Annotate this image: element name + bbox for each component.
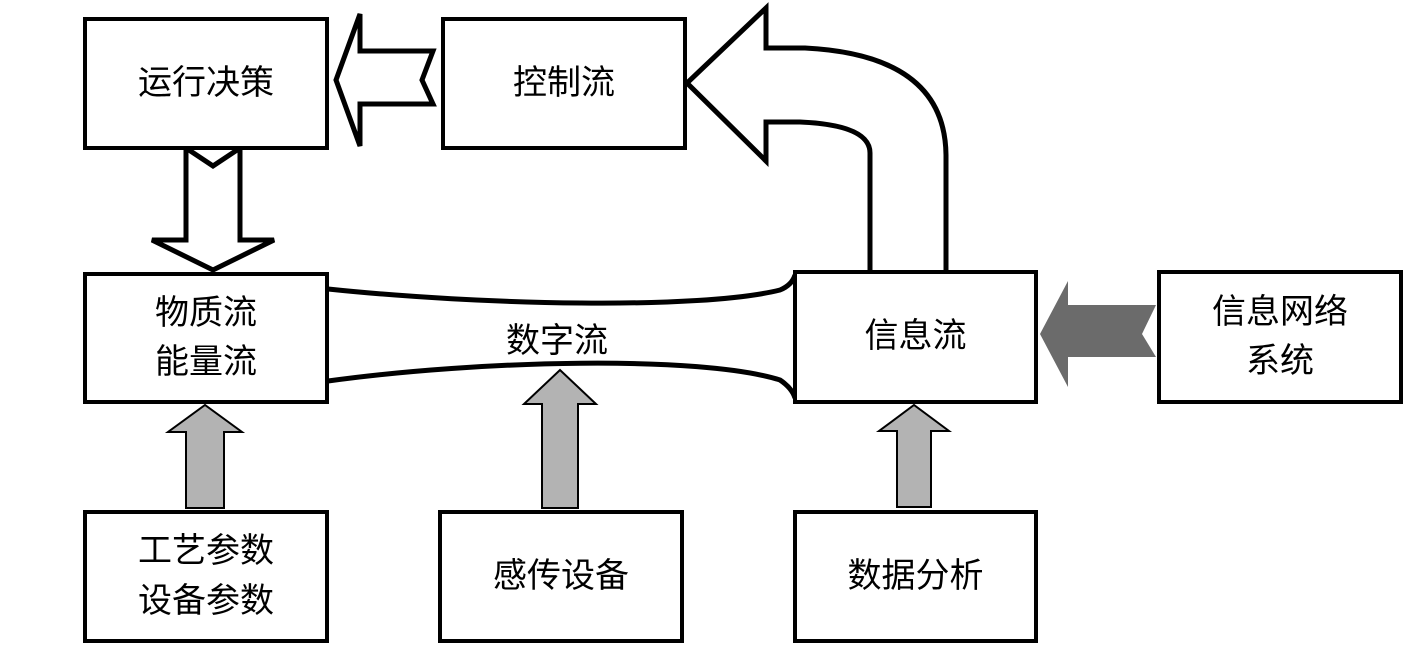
digital-flow-label: 数字流: [506, 321, 608, 361]
node-process-line-2: 设备参数: [138, 580, 274, 621]
node-material-line-1: 物质流: [155, 292, 257, 333]
node-control: 控制流: [441, 17, 687, 150]
node-process-line-1: 工艺参数: [138, 531, 274, 572]
node-sensor-line-1: 感传设备: [493, 555, 629, 596]
node-network: 信息网络 系统: [1157, 270, 1403, 404]
digital-flow-channel-bottom: [327, 360, 798, 399]
node-information-line-1: 信息流: [864, 316, 967, 357]
node-control-line-1: 控制流: [513, 62, 615, 103]
node-material-line-2: 能量流: [155, 342, 257, 382]
node-analysis-line-1: 数据分析: [847, 555, 984, 596]
node-sensor: 感传设备: [438, 510, 684, 643]
control-to-decision-arrow: [333, 13, 437, 147]
network-to-information-arrow: [1040, 281, 1156, 387]
decision-to-material-arrow: [150, 143, 276, 273]
information-to-control-curved-arrow: [683, 2, 949, 271]
node-network-line-1: 信息网络: [1212, 291, 1348, 332]
node-material: 物质流 能量流: [83, 272, 329, 404]
node-analysis: 数据分析: [793, 510, 1038, 643]
node-decision-line-1: 运行决策: [138, 62, 274, 103]
node-information: 信息流: [793, 270, 1038, 404]
analysis-to-information-arrow: [875, 403, 953, 508]
digital-flow-channel-top: [327, 274, 798, 306]
node-process: 工艺参数 设备参数: [83, 510, 329, 643]
process-to-material-arrow: [164, 403, 246, 509]
sensor-to-digital-flow-arrow: [521, 368, 599, 509]
node-network-line-2: 系统: [1246, 341, 1314, 381]
node-decision: 运行决策: [83, 17, 329, 150]
